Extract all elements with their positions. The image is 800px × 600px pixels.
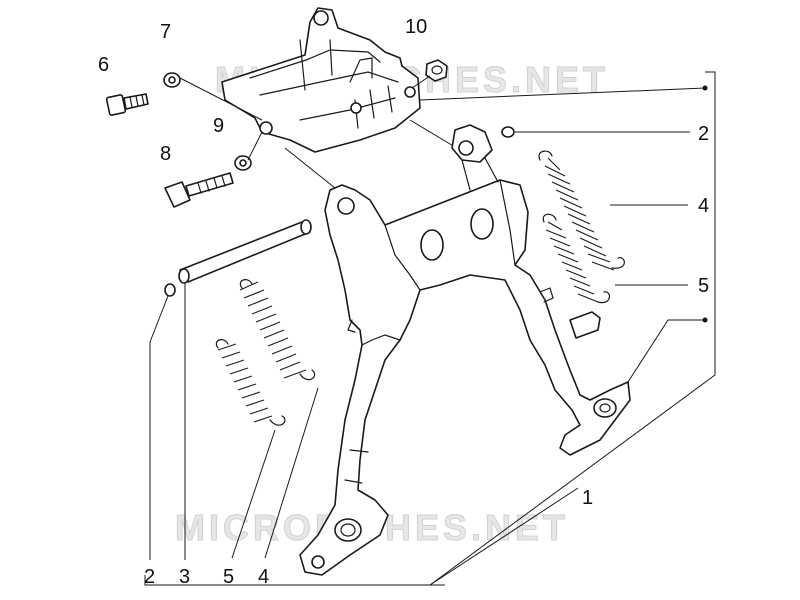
assembly-frame-lines — [144, 71, 716, 586]
callout-2-right: 2 — [698, 123, 709, 145]
center-stand-part-1 — [299, 124, 631, 576]
mounting-bracket — [221, 7, 421, 153]
callout-4-right: 4 — [698, 195, 709, 217]
spring-part-5-right — [542, 213, 610, 304]
callout-10: 10 — [405, 16, 427, 38]
callout-1: 1 — [582, 487, 593, 509]
callout-6: 6 — [98, 54, 109, 76]
callout-5-bottom: 5 — [223, 566, 234, 588]
pin-part-3 — [178, 219, 312, 284]
callout-7: 7 — [160, 21, 171, 43]
washer-part-2-left — [164, 283, 176, 297]
bolt-part-8 — [164, 172, 234, 208]
callout-4-bottom: 4 — [258, 566, 269, 588]
callout-8: 8 — [160, 143, 171, 165]
washer-part-7 — [163, 72, 181, 88]
callout-2-bottom: 2 — [144, 566, 155, 588]
spring-part-4-left — [239, 279, 316, 381]
nut-part-10 — [425, 59, 448, 82]
callout-3-bottom: 3 — [179, 566, 190, 588]
callout-dots — [702, 85, 708, 323]
spring-part-5-left — [215, 339, 286, 426]
washer-part-2-right — [501, 126, 515, 138]
callout-5-right: 5 — [698, 275, 709, 297]
callout-leaders — [149, 131, 705, 586]
assembly-leaders — [179, 75, 706, 189]
spring-part-4-right — [538, 150, 625, 271]
washer-part-9 — [234, 155, 252, 171]
callout-9: 9 — [213, 115, 224, 137]
bolt-part-6 — [105, 93, 149, 116]
